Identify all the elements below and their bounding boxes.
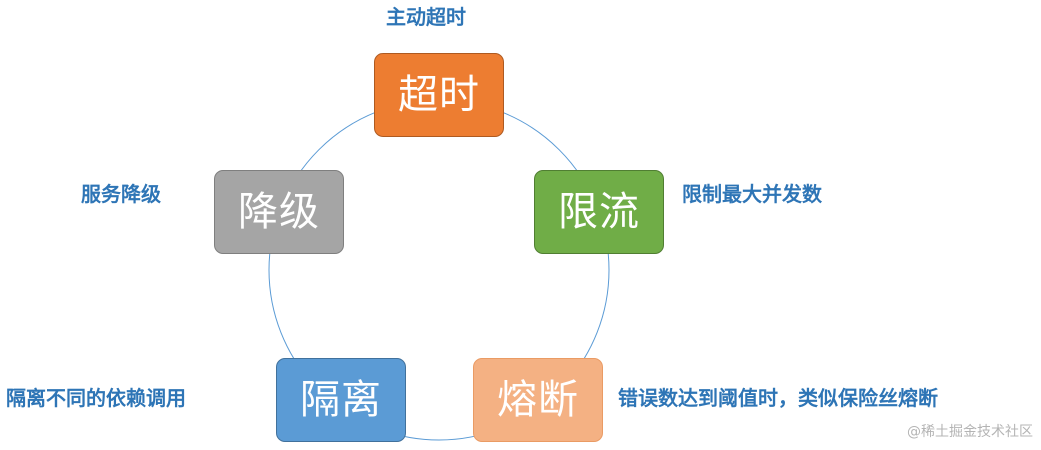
node-degradation[interactable]: 降级 (214, 170, 344, 254)
watermark: @稀土掘金技术社区 (907, 424, 1033, 440)
node-degradation-label: 降级 (238, 189, 320, 235)
node-circuit-breaker-label: 熔断 (497, 377, 579, 423)
node-rate-limit-label: 限流 (558, 189, 640, 235)
node-timeout[interactable]: 超时 (374, 53, 504, 137)
node-isolation[interactable]: 隔离 (276, 358, 406, 442)
note-isolation: 隔离不同的依赖调用 (6, 386, 186, 410)
node-rate-limit[interactable]: 限流 (534, 170, 664, 254)
note-timeout: 主动超时 (386, 5, 466, 29)
node-timeout-label: 超时 (398, 72, 480, 118)
note-circuit-breaker: 错误数达到阈值时，类似保险丝熔断 (618, 386, 938, 410)
node-circuit-breaker[interactable]: 熔断 (473, 358, 603, 442)
node-isolation-label: 隔离 (300, 377, 382, 423)
note-rate-limit: 限制最大并发数 (682, 182, 822, 206)
note-degradation: 服务降级 (81, 182, 161, 206)
